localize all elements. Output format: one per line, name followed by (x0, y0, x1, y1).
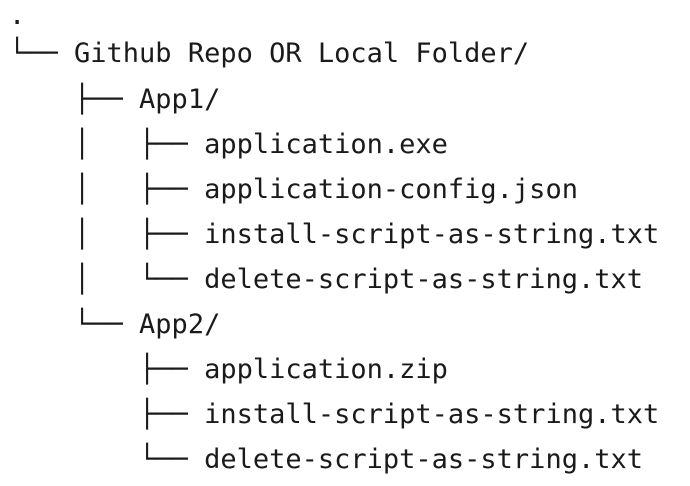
tree-item-delete-script-app1: │ └── delete-script-as-string.txt (9, 257, 643, 302)
tree-connector: ├── (9, 84, 140, 115)
tree-item-delete-script-app2: └── delete-script-as-string.txt (9, 437, 643, 482)
tree-item-install-script-app1: │ ├── install-script-as-string.txt (9, 212, 659, 257)
file-label: install-script-as-string.txt (204, 219, 660, 250)
tree-item-application-zip: ├── application.zip (9, 347, 448, 392)
file-label: application.zip (204, 354, 448, 385)
tree-root: . (9, 0, 25, 38)
tree-connector: └── (9, 38, 75, 69)
tree-item-app1: ├── App1/ (9, 77, 220, 122)
tree-item-application-config: │ ├── application-config.json (9, 167, 578, 212)
folder-label: Github Repo OR Local Folder/ (74, 38, 530, 69)
tree-connector: │ ├── (9, 219, 205, 250)
tree-item-application-exe: │ ├── application.exe (9, 122, 448, 167)
file-label: application.exe (204, 129, 448, 160)
tree-item-install-script-app2: ├── install-script-as-string.txt (9, 392, 659, 437)
tree-connector: . (9, 0, 26, 31)
file-label: application-config.json (204, 174, 578, 205)
folder-label: App2/ (139, 309, 221, 340)
tree-connector: │ └── (9, 264, 205, 295)
tree-connector: │ ├── (9, 129, 205, 160)
tree-connector: └── (9, 444, 205, 475)
file-label: delete-script-as-string.txt (204, 444, 643, 475)
tree-connector: ├── (9, 354, 205, 385)
folder-label: App1/ (139, 84, 221, 115)
tree-item-github-repo: └── Github Repo OR Local Folder/ (9, 31, 529, 76)
tree-connector: ├── (9, 399, 205, 430)
tree-connector: └── (9, 309, 140, 340)
tree-item-app2: └── App2/ (9, 302, 220, 347)
file-label: install-script-as-string.txt (204, 399, 660, 430)
file-label: delete-script-as-string.txt (204, 264, 643, 295)
tree-connector: │ ├── (9, 174, 205, 205)
